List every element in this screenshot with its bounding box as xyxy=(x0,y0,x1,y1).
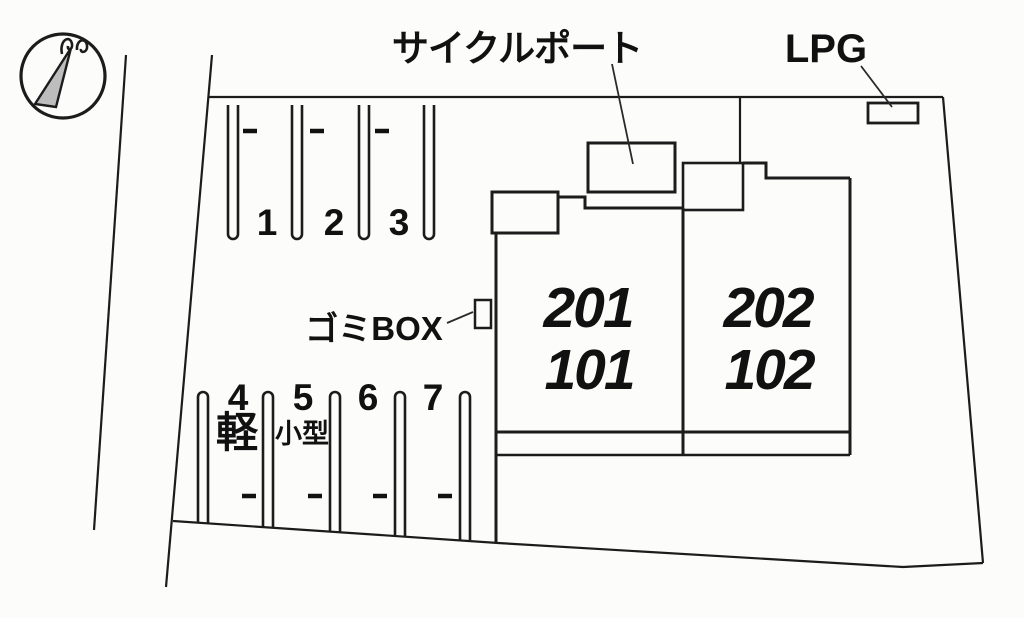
parking-divider xyxy=(458,390,472,540)
unit-number-201: 201 xyxy=(542,276,632,340)
unit-number-202: 202 xyxy=(722,276,814,340)
compass-north-flag xyxy=(60,37,89,55)
unit202-top-edge xyxy=(743,161,850,180)
parking-dividers-bottom-row xyxy=(196,390,472,540)
lpg-tank-box xyxy=(866,101,920,125)
unit-number-101: 101 xyxy=(544,338,633,402)
parking-space-number-2: 2 xyxy=(324,202,345,243)
parking-divider xyxy=(328,390,342,532)
unit201-top-edge xyxy=(558,195,683,210)
parking-space-number-1: 1 xyxy=(257,202,278,243)
parking-space-number-5: 5 xyxy=(293,377,314,418)
site-boundary-bottom xyxy=(172,519,984,569)
garbage-box-leader-line xyxy=(446,311,474,324)
parking-divider xyxy=(422,105,436,241)
lpg-label: LPG xyxy=(785,27,867,71)
north-compass-icon xyxy=(19,32,107,120)
parking-space-number-7: 7 xyxy=(423,377,444,418)
unit201-entrance-porch xyxy=(490,190,560,235)
parking-space-number-4: 4 xyxy=(228,377,249,418)
parking-divider xyxy=(357,105,371,241)
garbage-box-label: ゴミBOX xyxy=(305,310,443,347)
cycle-port-leader-line xyxy=(611,63,634,165)
space5-type-label: 小型 xyxy=(275,419,329,449)
site-boundary-left xyxy=(164,54,214,588)
compass-circle xyxy=(19,32,107,120)
parking-space-number-3: 3 xyxy=(389,202,410,243)
parking-dividers-top-row xyxy=(226,105,436,241)
parking-divider xyxy=(261,390,275,527)
building-outline xyxy=(490,141,852,543)
site-boundary xyxy=(164,54,985,588)
space4-type-label: 軽 xyxy=(216,409,259,456)
lpg-leader-line xyxy=(860,65,893,108)
parking-divider xyxy=(393,390,407,536)
parking-divider xyxy=(226,105,240,241)
compass-needle xyxy=(32,47,73,109)
site-boundary-right xyxy=(941,96,985,564)
cycle-port-label: サイクルポート xyxy=(392,28,642,69)
road-edge-line xyxy=(92,54,128,531)
unit202-entrance-porch xyxy=(681,161,745,212)
parking-space-number-6: 6 xyxy=(358,377,379,418)
garbage-box xyxy=(473,298,493,330)
cycle-port xyxy=(586,141,677,194)
parking-divider xyxy=(290,105,304,241)
parking-divider xyxy=(196,390,210,523)
unit-number-102: 102 xyxy=(724,338,815,402)
